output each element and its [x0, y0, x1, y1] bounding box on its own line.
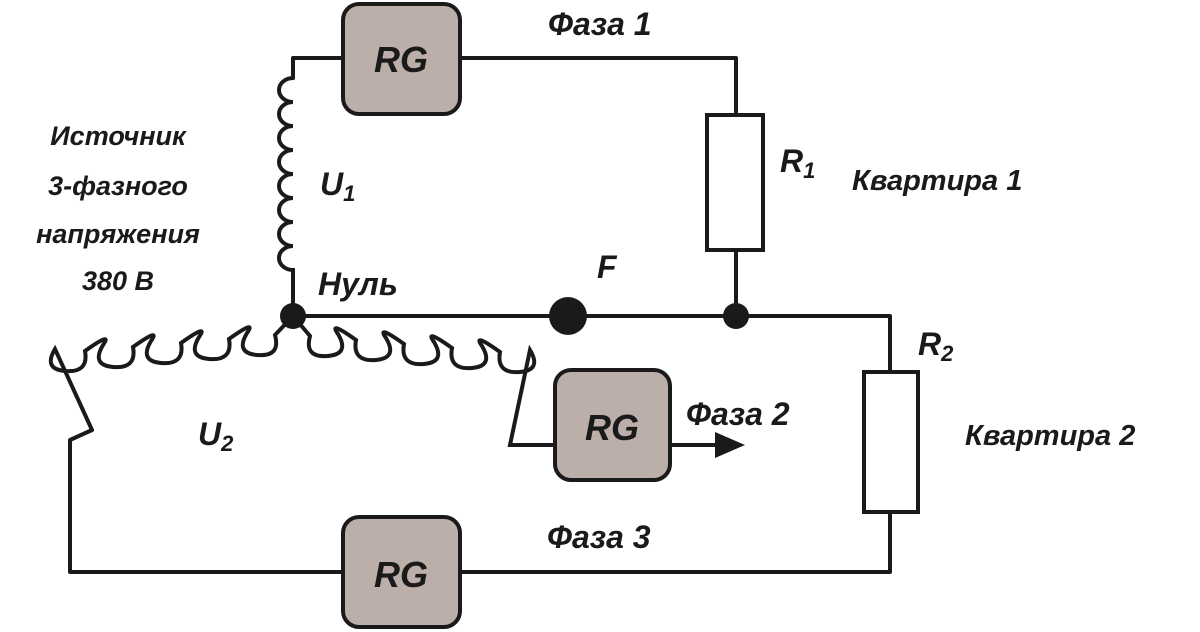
- phase1-wire-coil-top: [291, 56, 345, 80]
- coil-u1: [277, 76, 295, 318]
- resistor-r2: [862, 370, 920, 514]
- phase3-label: Фаза 3: [547, 519, 651, 555]
- phase1-label: Фаза 1: [548, 6, 652, 42]
- star-node: [280, 303, 306, 329]
- u1-label: U1: [320, 166, 355, 206]
- phase3-wire-left: [68, 428, 345, 574]
- rg-device-1-label: RG: [374, 39, 428, 80]
- r2-to-phase3-wire: [458, 510, 892, 574]
- rg-device-3-label: RG: [374, 554, 428, 595]
- r1-label: R1: [780, 143, 815, 183]
- apartment1-label: Квартира 1: [852, 165, 1022, 197]
- phase2-arrow-icon: [715, 432, 745, 458]
- rg-device-2: [553, 368, 672, 482]
- coil-phase2: [291, 314, 557, 447]
- phase2-label: Фаза 2: [686, 396, 790, 432]
- neutral-label: Нуль: [318, 266, 398, 302]
- fault-point-f: [549, 297, 587, 335]
- rg-device-1: [341, 2, 462, 116]
- r2-label: R2: [918, 326, 954, 366]
- rg-device-2-label: RG: [585, 407, 639, 448]
- junction-node: [723, 303, 749, 329]
- coil-u2: [48, 314, 295, 432]
- fault-label: F: [597, 249, 618, 285]
- source-label-line3: напряжения: [36, 219, 200, 249]
- source-label-line4: 380 В: [82, 266, 154, 296]
- phase1-wire-top: [458, 56, 738, 117]
- rg-device-3: [341, 515, 462, 629]
- source-label-line1: Источник: [50, 121, 187, 151]
- apartment2-label: Квартира 2: [965, 420, 1135, 452]
- neutral-wire: [291, 314, 892, 374]
- source-label-line2: 3-фазного: [48, 171, 188, 201]
- resistor-r1: [705, 113, 765, 252]
- u2-label: U2: [198, 416, 234, 456]
